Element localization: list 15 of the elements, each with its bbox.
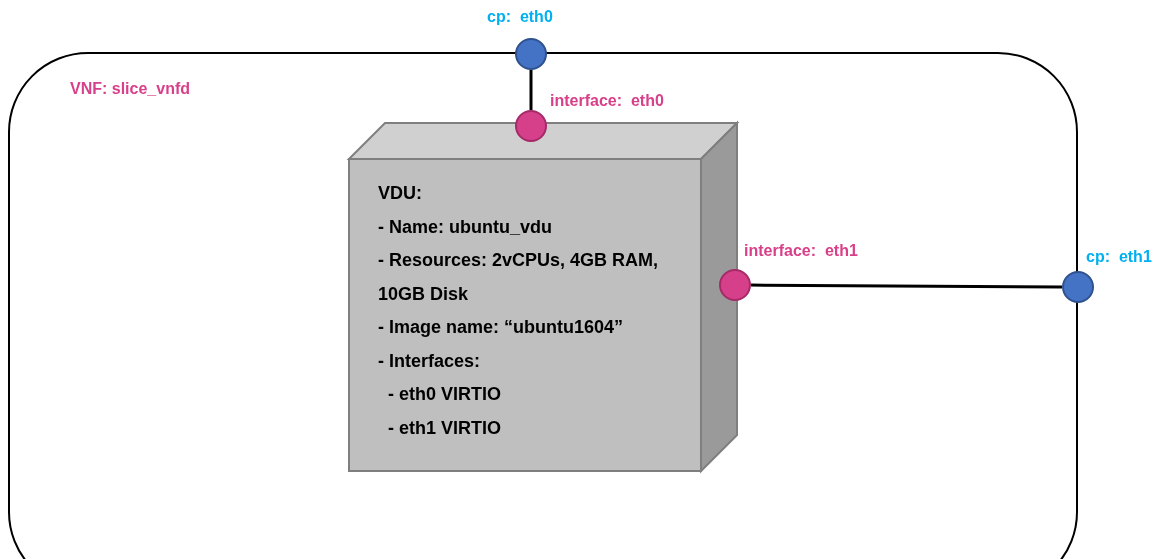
vdu-spec-text: - Interfaces: xyxy=(378,349,481,373)
port-label: interface: eth1 xyxy=(744,242,858,260)
vnf-label: VNF: slice_vnfd xyxy=(70,80,191,98)
vdu-spec-text: VDU: xyxy=(378,182,422,205)
port-label: cp: eth1 xyxy=(1086,248,1152,266)
vdu-spec-text: - Image name: “ubuntu1604” xyxy=(378,316,624,339)
vdu-spec-text: - Resources: 2vCPUs, 4GB RAM, 10GB Disk xyxy=(378,249,660,306)
port-label: interface: eth0 xyxy=(550,92,664,110)
vdu-spec-text: - eth1 VIRTIO xyxy=(387,416,501,440)
vdu-spec-text: - eth0 VIRTIO xyxy=(387,383,501,406)
vnf-frame xyxy=(8,52,1078,559)
port-label: cp: eth0 xyxy=(487,8,553,26)
vdu-spec-text: - Name: ubuntu_vdu xyxy=(378,215,552,239)
connector-line xyxy=(751,283,1062,289)
connector-line xyxy=(529,70,533,110)
